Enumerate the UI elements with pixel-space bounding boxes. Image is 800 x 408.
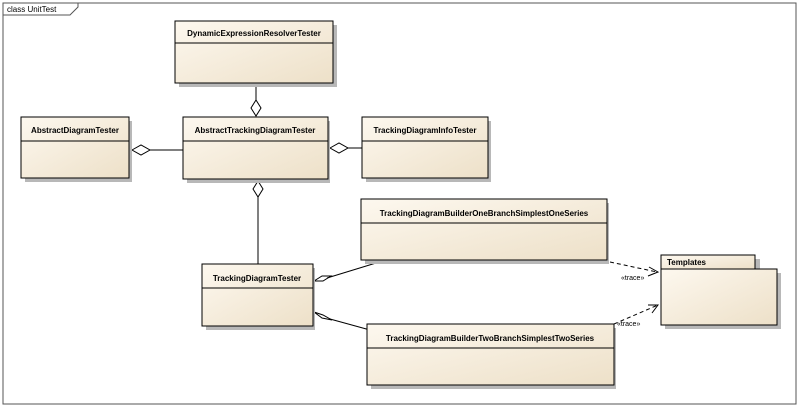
package-templates[interactable]: Templates	[660, 254, 781, 329]
trace-dependency-two	[613, 304, 659, 325]
package-name: Templates	[667, 258, 707, 267]
trace-label-one: «trace»	[621, 275, 644, 282]
class-tracking-diagram-tester[interactable]: TrackingDiagramTester	[201, 263, 315, 330]
class-builder-one-branch[interactable]: TrackingDiagramBuilderOneBranchSimplestO…	[360, 198, 609, 264]
class-abstract-diagram-tester[interactable]: AbstractDiagramTester	[20, 116, 132, 182]
class-name: TrackingDiagramTester	[213, 274, 301, 283]
class-name: DynamicExpressionResolverTester	[187, 29, 321, 38]
trace-dependency-one	[609, 261, 658, 273]
class-abstract-tracking-diagram-tester[interactable]: AbstractTrackingDiagramTester	[182, 116, 330, 183]
aggregation-diamond-right	[328, 142, 350, 154]
class-name: TrackingDiagramInfoTester	[374, 126, 477, 135]
class-name: AbstractTrackingDiagramTester	[195, 126, 316, 135]
trace-arrowhead-one	[647, 266, 660, 277]
aggregation-diamond-onebranch	[312, 275, 333, 282]
connectors: «trace» «trace»	[130, 84, 660, 331]
trace-arrowhead-two	[648, 304, 659, 314]
aggregation-diamond-top	[250, 99, 262, 117]
frame-title: class UnitTest	[7, 5, 57, 14]
aggregation-diamond-bottom	[252, 180, 264, 198]
trace-label-two: «trace»	[617, 321, 640, 328]
class-builder-two-branch[interactable]: TrackingDiagramBuilderTwoBranchSimplestT…	[366, 323, 616, 389]
association-onebranch	[326, 262, 377, 279]
aggregation-diamond-twobranch	[313, 311, 333, 321]
class-tracking-diagram-info-tester[interactable]: TrackingDiagramInfoTester	[361, 116, 491, 182]
class-dynamic-expression-resolver-tester[interactable]: DynamicExpressionResolverTester	[174, 20, 337, 87]
class-name: TrackingDiagramBuilderTwoBranchSimplestT…	[386, 334, 595, 343]
aggregation-diamond-left	[130, 144, 152, 156]
class-name: TrackingDiagramBuilderOneBranchSimplestO…	[380, 209, 589, 218]
association-twobranch	[329, 318, 371, 331]
class-name: AbstractDiagramTester	[31, 126, 119, 135]
